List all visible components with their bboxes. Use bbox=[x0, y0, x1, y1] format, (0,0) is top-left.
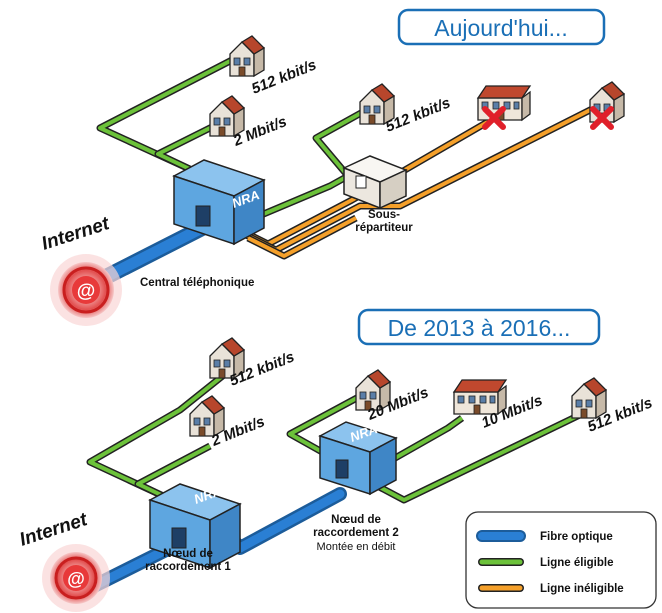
nra-building-node2: NRA bbox=[318, 421, 398, 496]
svg-text:Fibre optique: Fibre optique bbox=[540, 531, 613, 543]
label-sous-2: répartiteur bbox=[355, 222, 413, 234]
sous-repartiteur bbox=[342, 155, 408, 210]
legend: Fibre optique Ligne éligible Ligne inéli… bbox=[465, 511, 657, 609]
top-section: Aujourd'hui... NRA bbox=[39, 8, 625, 326]
legend-item-ineligible: Ligne inéligible bbox=[478, 583, 624, 595]
svg-text:Ligne inéligible: Ligne inéligible bbox=[540, 583, 624, 595]
house-icon-bottom-4 bbox=[571, 377, 607, 419]
svg-text:De 2013 à 2016...: De 2013 à 2016... bbox=[388, 315, 571, 341]
label-node1-2: raccordement 1 bbox=[145, 561, 231, 573]
label-internet-top: Internet bbox=[39, 213, 112, 255]
internet-at-icon-bottom: @ bbox=[42, 544, 110, 612]
nra-building-node1: NRA bbox=[148, 483, 242, 570]
title-2013-2016: De 2013 à 2016... bbox=[357, 308, 601, 346]
svg-text:Aujourd'hui...: Aujourd'hui... bbox=[434, 15, 568, 41]
bottom-section: De 2013 à 2016... NRA NRA bbox=[17, 308, 655, 612]
label-node2-sub: Montée en débit bbox=[317, 541, 396, 553]
title-aujourdhui: Aujourd'hui... bbox=[397, 8, 606, 46]
label-node2-2: raccordement 2 bbox=[313, 527, 399, 539]
legend-item-fibre: Fibre optique bbox=[476, 530, 613, 543]
svg-text:@: @ bbox=[67, 569, 85, 589]
label-node1-1: Nœud de bbox=[163, 548, 213, 560]
svg-text:Ligne éligible: Ligne éligible bbox=[540, 557, 613, 569]
label-node2-1: Nœud de bbox=[331, 514, 381, 526]
house-icon-top-1 bbox=[229, 35, 265, 77]
internet-at-icon-top: @ bbox=[50, 254, 122, 326]
rowhouse-icon-top bbox=[477, 85, 531, 121]
nra-building-top: NRA bbox=[172, 159, 266, 246]
label-central: Central téléphonique bbox=[140, 277, 254, 289]
legend-item-eligible: Ligne éligible bbox=[478, 557, 613, 569]
svg-text:@: @ bbox=[77, 281, 96, 302]
label-sous-1: Sous- bbox=[368, 209, 400, 221]
